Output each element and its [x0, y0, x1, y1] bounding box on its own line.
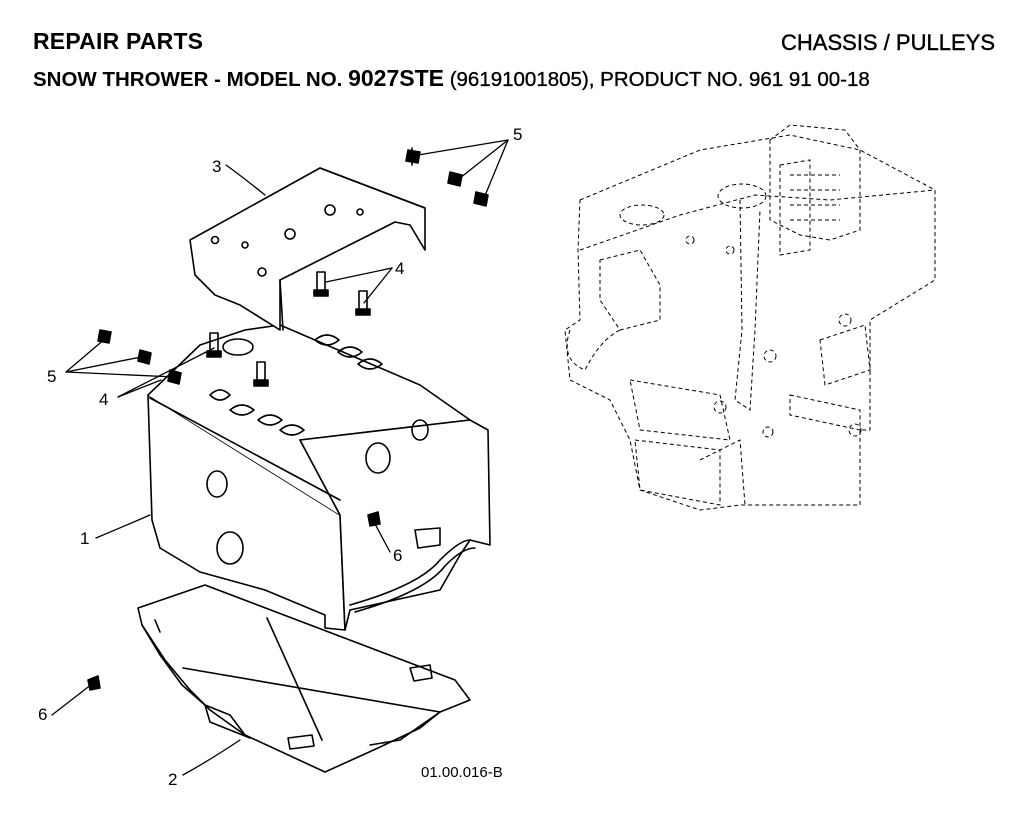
- callout-3: 3: [212, 157, 221, 176]
- callout-5-left: 5: [47, 367, 56, 386]
- chassis-part-1: [147, 324, 491, 631]
- model-product-code: (96191001805), PRODUCT NO. 961 91 00-18: [449, 68, 870, 91]
- page-title: REPAIR PARTS: [33, 28, 204, 54]
- screw-part-6-a: [87, 675, 101, 691]
- bolt-part-4-d: [253, 361, 269, 387]
- bolt-part-4-c: [206, 332, 222, 358]
- screw-part-6-b: [367, 511, 381, 527]
- bolt-part-4-b: [355, 290, 371, 316]
- section-title: CHASSIS / PULLEYS: [781, 30, 995, 55]
- callout-6-left: 6: [38, 705, 47, 724]
- bolt-part-4-a: [313, 271, 329, 297]
- model-subtitle: SNOW THROWER - MODEL NO. 9027STE (961910…: [33, 65, 870, 92]
- cover-part-3: [189, 167, 426, 331]
- nut-part-5-b: [447, 171, 463, 187]
- callout-4-left: 4: [99, 390, 108, 409]
- nut-part-5-d: [97, 329, 112, 344]
- callout-1: 1: [80, 529, 89, 548]
- drawing-code: 01.00.016-B: [421, 764, 503, 781]
- skid-plate-part-2: [137, 584, 471, 773]
- callout-5-top: 5: [513, 125, 522, 144]
- subtitle-prefix: SNOW THROWER - MODEL NO.: [33, 68, 343, 91]
- engine-reference-drawing: [564, 124, 936, 511]
- nut-part-5-a: [405, 147, 421, 166]
- callout-2: 2: [168, 770, 177, 789]
- model-number: 9027STE: [348, 65, 444, 91]
- callout-6-right: 6: [393, 546, 402, 565]
- callout-4-top: 4: [395, 259, 404, 278]
